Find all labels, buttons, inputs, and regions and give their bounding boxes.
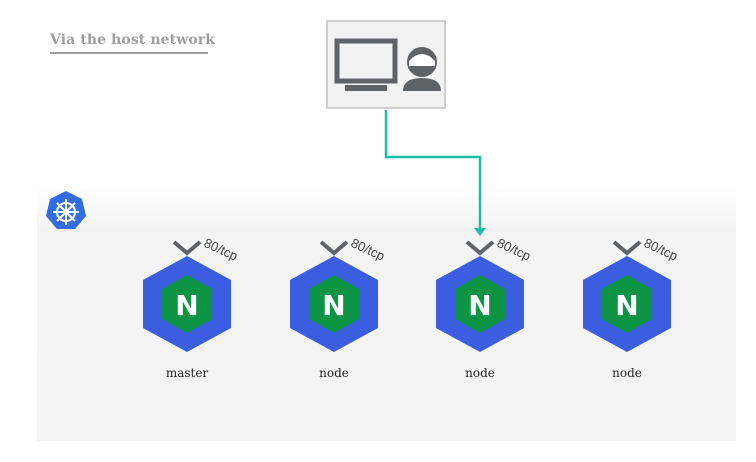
page-title: Via the host network [50,32,216,48]
nginx-icon [309,275,359,333]
connector-line [384,110,486,236]
title-underline [50,52,208,54]
port-antenna [319,240,349,256]
node-label: node [319,366,349,380]
port-label: 80/tcp [495,235,533,264]
nginx-icon [602,275,652,333]
node-2: N 80/tcp [436,235,533,352]
node-3: N 80/tcp [583,235,680,352]
nginx-icon [162,275,212,333]
nginx-letter: N [468,289,491,322]
port-antenna [172,240,202,256]
nginx-letter: N [322,289,345,322]
port-antenna [612,240,642,256]
port-antenna [465,240,495,256]
port-label: 80/tcp [202,235,240,264]
node-label: node [465,366,495,380]
kubernetes-logo [46,191,86,229]
node-label: node [612,366,642,380]
node-label-master: master [165,366,209,380]
monitor-icon [334,38,398,91]
nginx-icon [455,275,505,333]
nginx-letter: N [175,289,198,322]
nginx-letter: N [615,289,638,322]
port-label: 80/tcp [642,235,680,264]
port-label: 80/tcp [349,235,387,264]
node-1: N 80/tcp [290,235,387,352]
user-icon [403,47,441,91]
node-master: N 80/tcp [143,235,240,352]
